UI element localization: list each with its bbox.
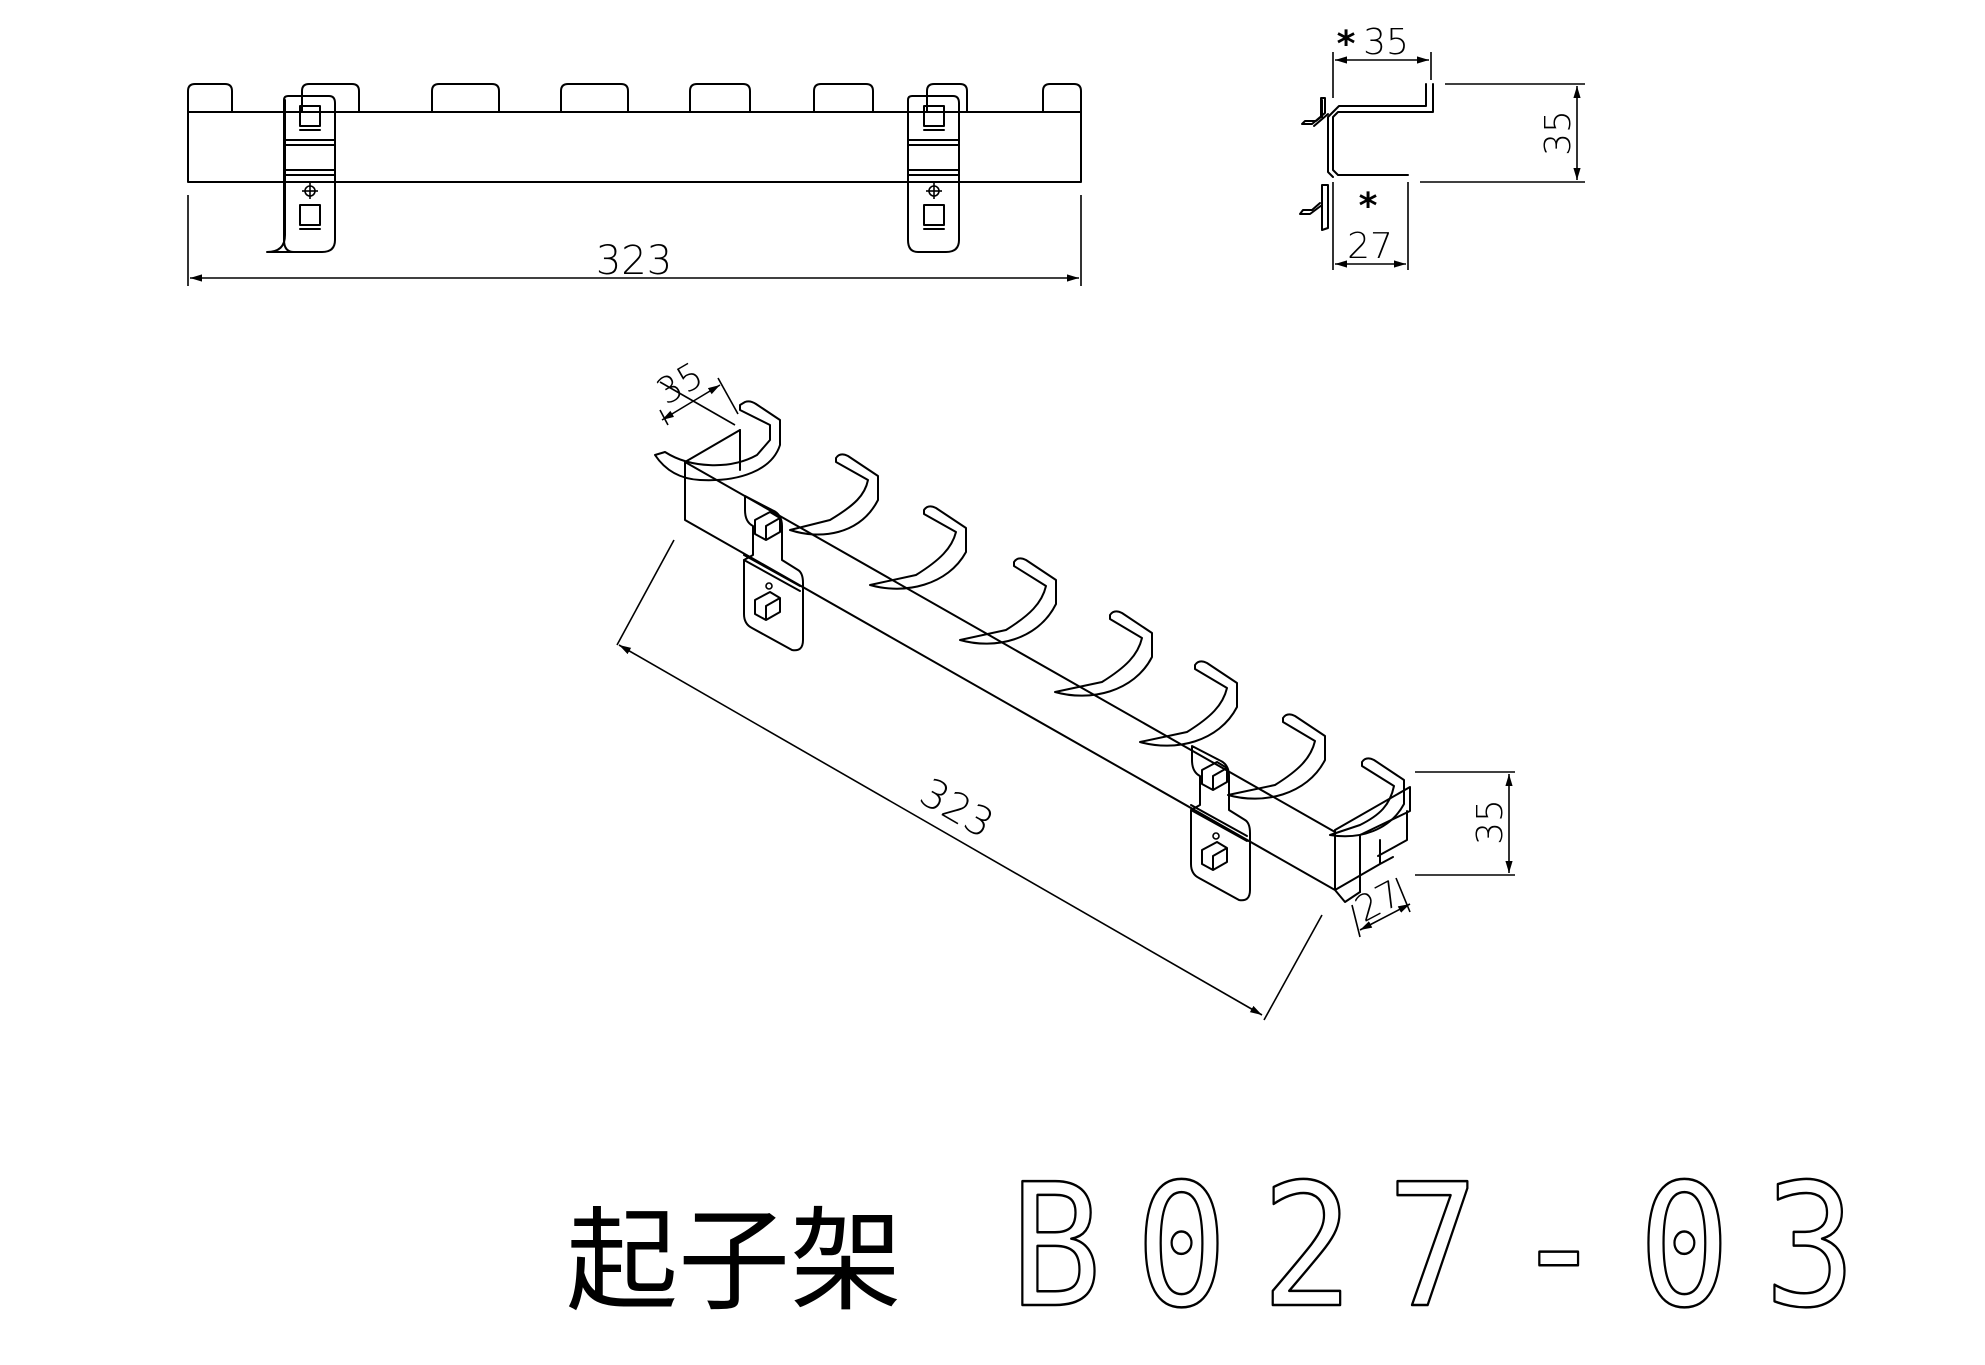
part-code-text: B027-03	[1010, 1148, 1890, 1346]
square-hole-icon	[1201, 841, 1228, 871]
front-view-length-label: 323	[596, 238, 672, 284]
square-hole-icon	[754, 511, 781, 541]
front-view-bracket-left	[266, 95, 336, 253]
side-top-width-label: 35	[1363, 22, 1409, 63]
iso-bracket-right	[1190, 745, 1251, 902]
part-code: B027-03	[1009, 1147, 1890, 1348]
tab-5	[689, 83, 751, 113]
iso-length-label: 323	[912, 770, 1001, 848]
square-hole-icon	[923, 204, 945, 226]
iso-box-body	[684, 429, 1411, 903]
front-view-tabs	[187, 83, 1082, 113]
tab-2	[301, 83, 360, 113]
front-view-length-dimension: 323	[187, 195, 1082, 286]
front-view-body	[187, 111, 1082, 183]
side-top-marker: *	[1337, 24, 1356, 65]
tab-7	[926, 83, 968, 113]
pivot-hole-icon	[1212, 832, 1220, 840]
side-view: * 35 35 * 27	[1299, 22, 1585, 270]
tab-8	[1042, 83, 1082, 113]
square-hole-icon	[923, 105, 945, 127]
iso-view: 35 323 35 27	[616, 355, 1515, 1021]
square-hole-icon	[299, 204, 321, 226]
square-hole-icon	[754, 591, 781, 621]
iso-height-label: 35	[1470, 799, 1511, 845]
iso-depth-label: 27	[1349, 873, 1409, 931]
side-bottom-width-label: 27	[1347, 226, 1393, 267]
side-profile	[1327, 83, 1434, 178]
front-view-bracket-right	[907, 95, 960, 253]
part-name: 起子架	[566, 1197, 902, 1327]
iso-bracket-left	[743, 495, 804, 652]
pivot-hole-icon	[765, 582, 773, 590]
iso-slot-profile	[654, 400, 781, 482]
iso-slot-width-label: 35	[650, 355, 710, 413]
tab-3	[431, 83, 500, 113]
side-height-label: 35	[1538, 110, 1579, 156]
title-block: 起子架 B027-03	[566, 1147, 1890, 1348]
side-bottom-marker: *	[1359, 186, 1378, 227]
tab-6	[813, 83, 874, 113]
tab-4	[560, 83, 629, 113]
square-hole-icon	[299, 105, 321, 127]
top-view: 323	[187, 83, 1082, 286]
tab-1	[187, 83, 233, 113]
square-hole-icon	[1201, 761, 1228, 791]
